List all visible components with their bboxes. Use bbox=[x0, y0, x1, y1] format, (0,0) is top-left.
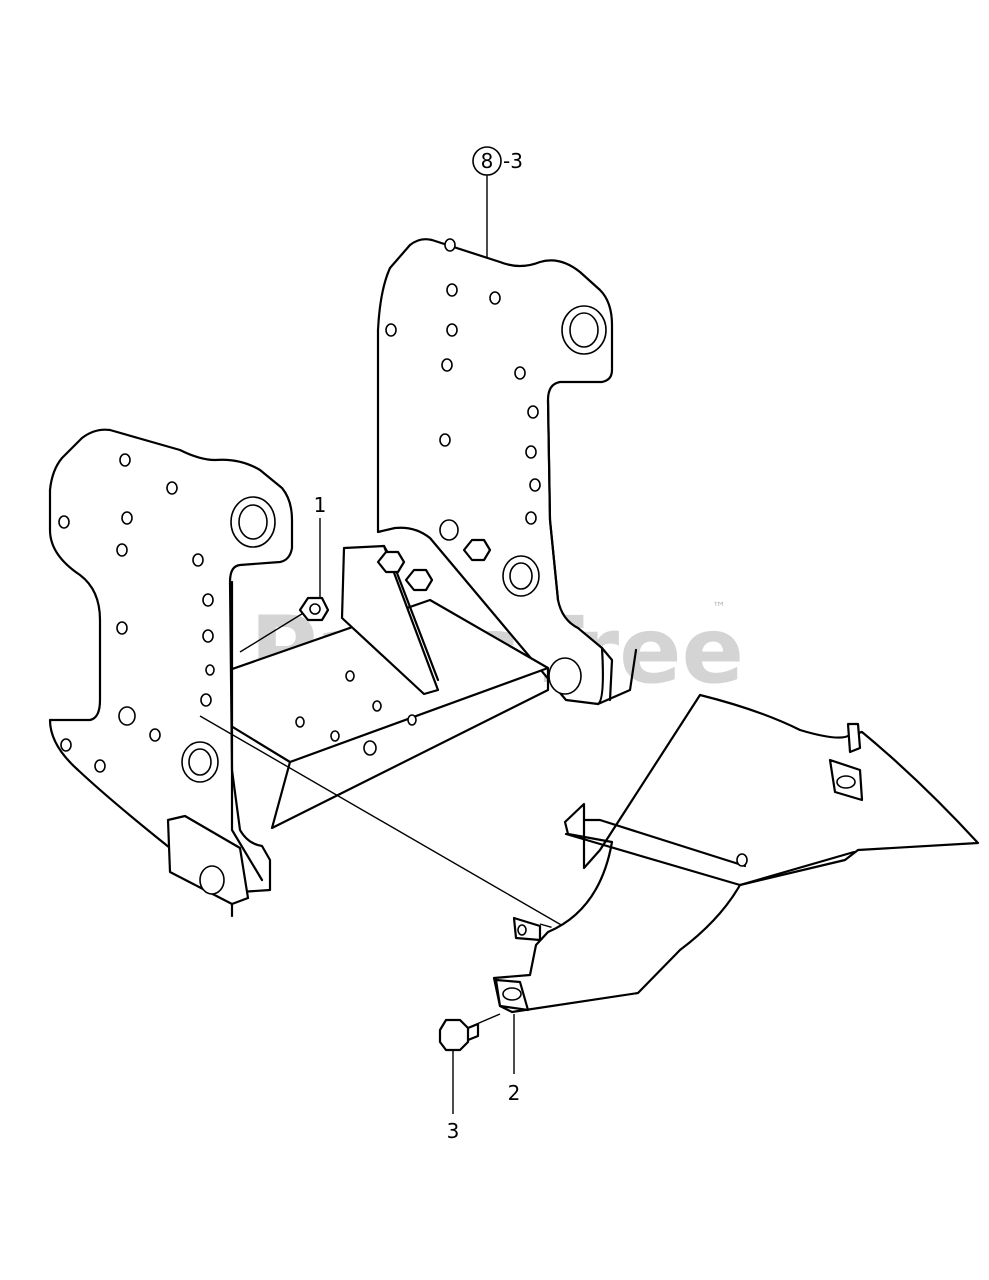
reference-callout: 8 -3 bbox=[472, 146, 523, 258]
right-side-plate bbox=[376, 238, 638, 706]
callout-part-2: 2 bbox=[508, 1081, 521, 1105]
hex-nut-icon bbox=[376, 550, 406, 574]
reference-circle-number: 8 bbox=[481, 149, 494, 173]
part-2-shield bbox=[492, 693, 980, 1074]
part-1-nut bbox=[298, 596, 330, 622]
hex-nut-icon bbox=[462, 538, 492, 562]
hex-nut-icon bbox=[404, 568, 434, 592]
cross-member-nuts bbox=[376, 538, 492, 592]
watermark-trademark: ™ bbox=[712, 600, 726, 616]
part-callouts: 1 2 3 bbox=[314, 493, 521, 1143]
part-3-bolt bbox=[438, 1018, 480, 1114]
left-side-plate bbox=[48, 428, 294, 918]
cross-member bbox=[170, 544, 550, 830]
callout-part-1: 1 bbox=[314, 493, 327, 517]
reference-suffix: -3 bbox=[503, 149, 523, 173]
callout-part-3: 3 bbox=[447, 1119, 460, 1143]
